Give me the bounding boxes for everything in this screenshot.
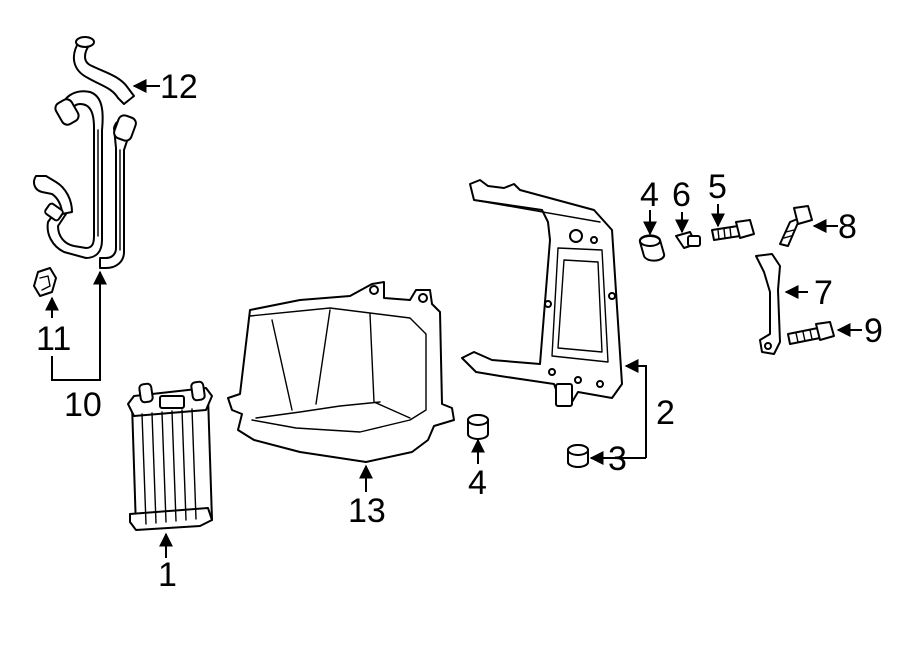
callout-4-upper: 4 [640,176,659,214]
callout-13: 13 [348,492,386,530]
callout-12: 12 [160,68,198,106]
stud-icon [675,231,701,249]
callout-8: 8 [838,208,857,246]
air-deflector-icon [227,281,455,463]
callout-11: 11 [36,320,71,358]
callout-5: 5 [708,168,727,206]
callout-4-lower: 4 [468,464,487,502]
callout-10: 10 [64,386,102,424]
clip-icon [33,267,57,297]
callout-6: 6 [672,176,691,214]
hose-icon [72,36,135,105]
leader-lines [45,79,862,558]
callout-9: 9 [864,312,883,350]
bolt-icon [779,205,813,247]
bolt-icon [787,321,835,345]
oil-cooler-icon [127,380,213,531]
callout-3: 3 [608,440,627,478]
rubber-insulator-icon [567,444,589,468]
insulator-icon [638,234,666,262]
brace-icon [755,253,781,355]
hose-assembly-icon [33,90,137,269]
callout-1: 1 [158,556,177,594]
callout-labels: 1 2 3 4 4 5 6 7 8 9 10 11 12 13 [36,68,883,594]
callout-2: 2 [656,394,675,432]
bolt-icon [711,219,755,241]
insulator-icon [467,414,489,440]
mounting-bracket-icon [461,179,623,407]
callout-7: 7 [814,274,833,312]
